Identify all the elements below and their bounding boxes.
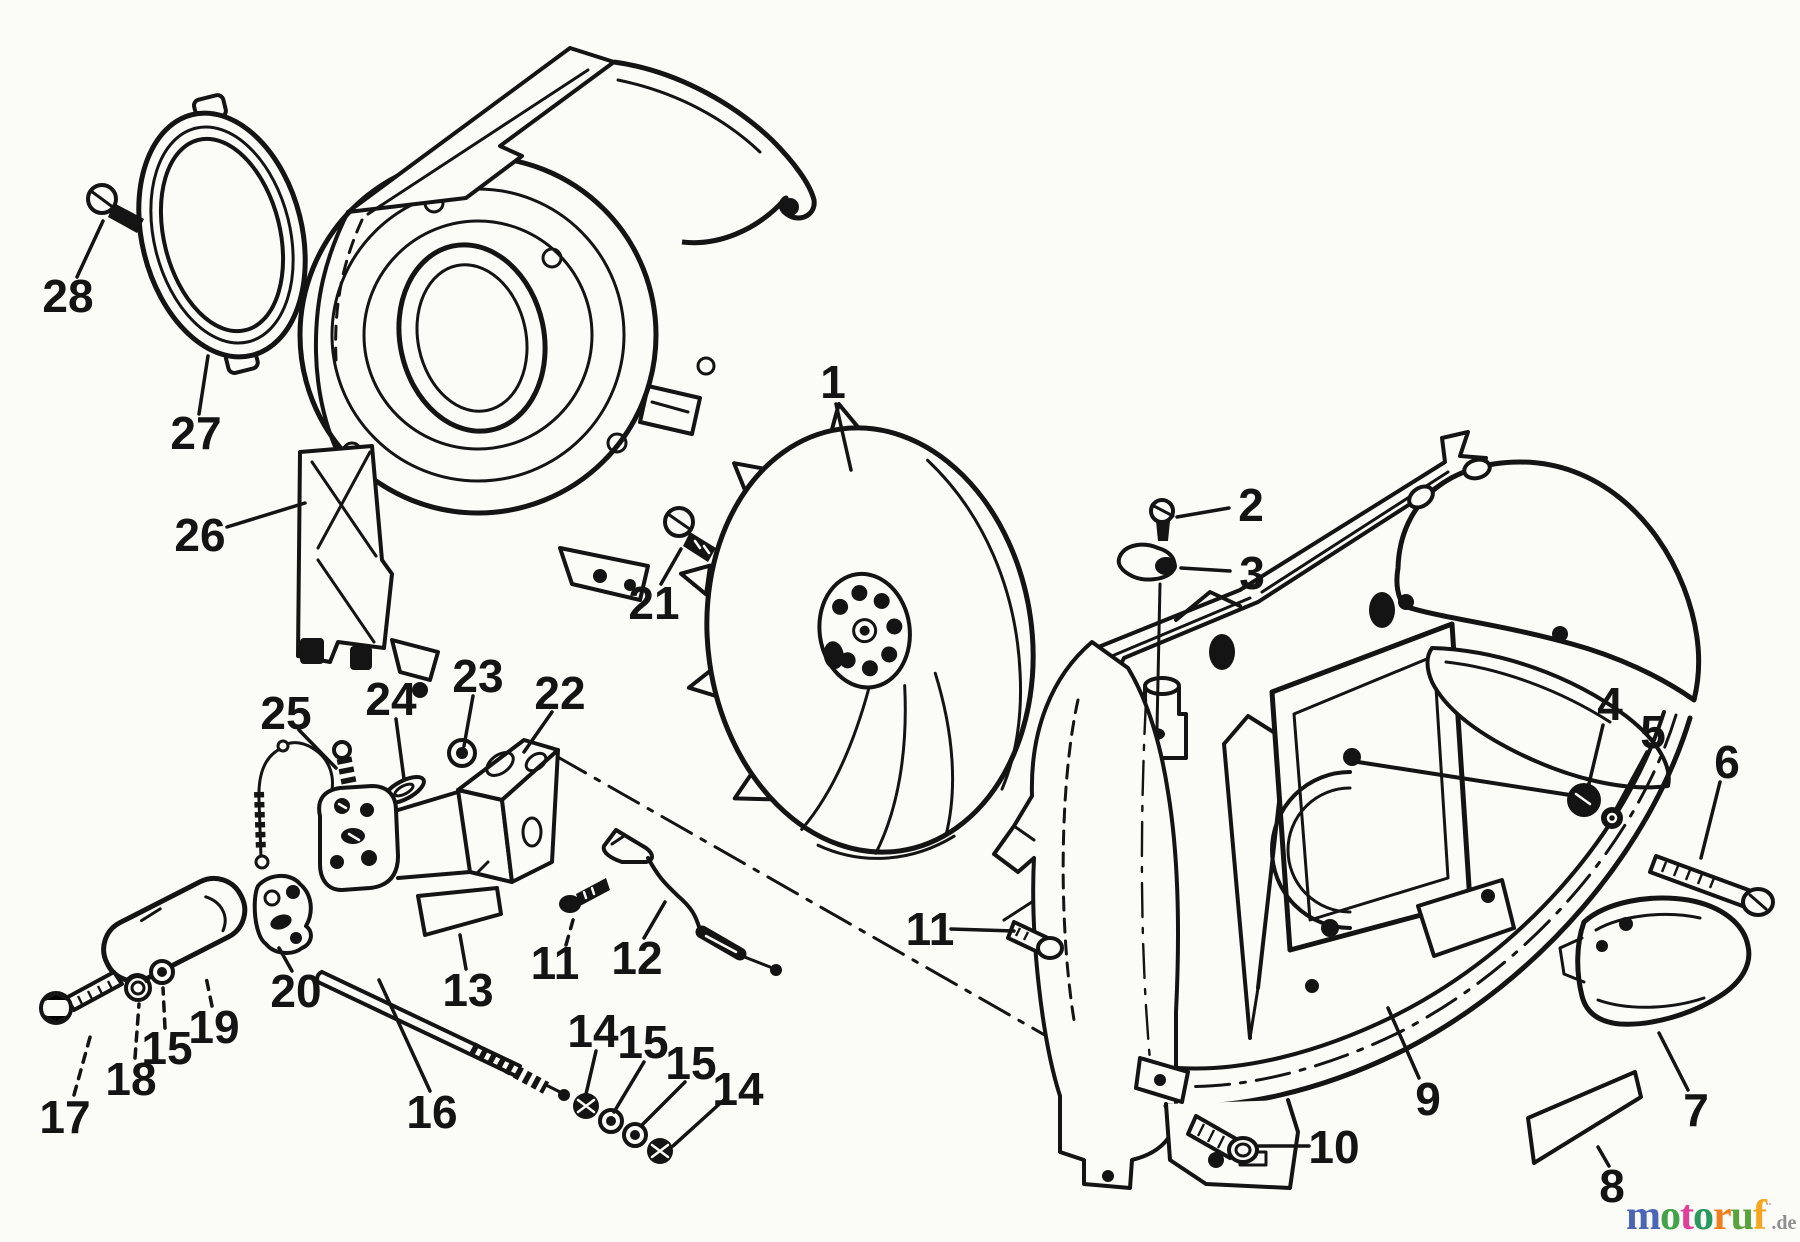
watermark-mark: ¨ xyxy=(1766,1201,1772,1218)
callout-layer: 1234567891011111213141515141617181519202… xyxy=(39,219,1740,1212)
callout-22: 22 xyxy=(534,667,585,719)
watermark-letter: m xyxy=(1626,1193,1661,1239)
callout-13: 13 xyxy=(442,964,493,1016)
callout-leader-15 xyxy=(612,1060,646,1114)
callout-21: 21 xyxy=(628,577,679,629)
watermark-letter: t xyxy=(1680,1193,1694,1239)
callout-leader-12 xyxy=(642,900,667,940)
callout-leader-3 xyxy=(1179,566,1232,573)
callout-17: 17 xyxy=(39,1091,90,1143)
callout-leader-28 xyxy=(75,219,105,279)
callout-leader-25 xyxy=(297,728,338,770)
callout-leader-15 xyxy=(161,986,167,1030)
callout-10: 10 xyxy=(1308,1121,1359,1173)
callout-leader-6 xyxy=(1699,780,1722,860)
callout-leader-16 xyxy=(377,978,432,1093)
callout-23: 23 xyxy=(452,650,503,702)
callout-4: 4 xyxy=(1597,678,1623,730)
screw-10 xyxy=(1186,1114,1259,1164)
callout-16: 16 xyxy=(406,1086,457,1138)
alignment-line xyxy=(554,754,1192,1120)
callout-leader-15 xyxy=(639,1080,687,1128)
screw-21 xyxy=(663,506,716,562)
callout-leader-17 xyxy=(72,1028,94,1097)
label-plate-8 xyxy=(1526,1070,1643,1165)
callout-leader-9 xyxy=(1386,1006,1421,1080)
callout-9: 9 xyxy=(1415,1073,1441,1125)
watermark-letter: o xyxy=(1693,1193,1714,1239)
callout-leader-18 xyxy=(133,1002,141,1060)
callout-leader-7 xyxy=(1657,1031,1690,1092)
callout-leader-26 xyxy=(225,501,307,529)
starter-grille xyxy=(136,93,308,375)
callout-7: 7 xyxy=(1683,1084,1709,1136)
callout-3: 3 xyxy=(1239,547,1265,599)
callout-11: 11 xyxy=(531,937,580,989)
screw-11-right xyxy=(1006,920,1064,960)
callout-leader-24 xyxy=(394,717,406,781)
callout-11: 11 xyxy=(906,903,955,955)
callout-8: 8 xyxy=(1599,1160,1625,1212)
callout-leader-4 xyxy=(1585,723,1605,794)
callout-leader-11 xyxy=(949,927,1016,933)
callout-leader-8 xyxy=(1596,1145,1611,1168)
screw-2 xyxy=(1149,498,1175,541)
fan-impeller xyxy=(678,402,1036,860)
callout-leader-22 xyxy=(522,710,554,754)
callout-leader-14 xyxy=(584,1049,598,1096)
watermark-letter: o xyxy=(1660,1193,1681,1239)
nut-5 xyxy=(1601,807,1623,829)
callout-19: 19 xyxy=(188,1001,239,1053)
callout-leader-23 xyxy=(462,694,475,748)
callout-14: 14 xyxy=(567,1005,619,1057)
callout-25: 25 xyxy=(260,687,311,739)
callout-15: 15 xyxy=(665,1037,716,1089)
callout-24: 24 xyxy=(365,673,417,725)
callout-leader-27 xyxy=(197,354,210,416)
watermark-motoruf: motoruf¨.de xyxy=(1626,1192,1796,1240)
callout-leader-20 xyxy=(277,946,294,973)
watermark-letter: u xyxy=(1730,1193,1754,1239)
bolt-6 xyxy=(1648,854,1775,917)
callout-leader-5 xyxy=(1614,750,1649,811)
screw-28 xyxy=(86,183,144,233)
watermark-letter: r xyxy=(1713,1193,1732,1239)
callout-leader-13 xyxy=(458,933,468,971)
watermark-suffix: .de xyxy=(1771,1212,1797,1234)
callout-12: 12 xyxy=(611,932,662,984)
callout-6: 6 xyxy=(1714,736,1740,788)
callout-leader-1 xyxy=(834,402,853,472)
blower-housing-left xyxy=(296,46,817,698)
ball-pin-4 xyxy=(1343,748,1601,817)
callout-18: 18 xyxy=(105,1053,156,1105)
callout-26: 26 xyxy=(174,509,225,561)
callout-15: 15 xyxy=(617,1016,668,1068)
callout-leader-2 xyxy=(1175,506,1231,519)
callout-leader-21 xyxy=(659,547,683,586)
callout-14: 14 xyxy=(712,1063,764,1115)
callout-27: 27 xyxy=(170,407,221,459)
callout-1: 1 xyxy=(820,356,846,408)
callout-20: 20 xyxy=(270,965,321,1017)
callout-leader-14 xyxy=(671,1096,728,1148)
callout-leader-11 xyxy=(564,911,577,947)
callout-leader-19 xyxy=(204,975,214,1008)
watermark-letter: f xyxy=(1753,1193,1767,1239)
callout-15: 15 xyxy=(141,1022,192,1074)
callout-5: 5 xyxy=(1640,706,1666,758)
callout-28: 28 xyxy=(42,270,93,322)
throttle-handle-assembly xyxy=(39,738,782,1164)
cap-3 xyxy=(1116,542,1177,582)
guard-7 xyxy=(1558,895,1752,1027)
callout-2: 2 xyxy=(1238,479,1264,531)
